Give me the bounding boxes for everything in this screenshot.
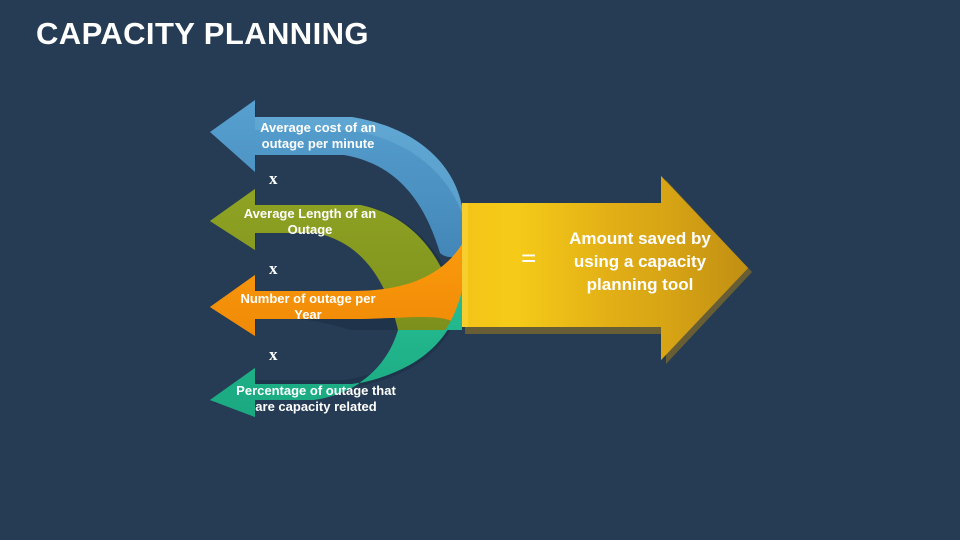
operator-2-symbol: x — [269, 259, 278, 278]
input-arrow-3[interactable] — [210, 206, 462, 336]
input-arrow-4[interactable] — [210, 290, 462, 417]
result-arrow[interactable] — [462, 176, 752, 364]
page-title: CAPACITY PLANNING — [36, 16, 369, 51]
input-arrow-1[interactable] — [210, 100, 462, 258]
operator-3-symbol: x — [269, 345, 278, 364]
result-arrow-label: Amount saved by using a capacity plannin… — [569, 229, 711, 294]
operator-equals-symbol: = — [521, 243, 537, 273]
operator-1-symbol: x — [269, 169, 278, 188]
